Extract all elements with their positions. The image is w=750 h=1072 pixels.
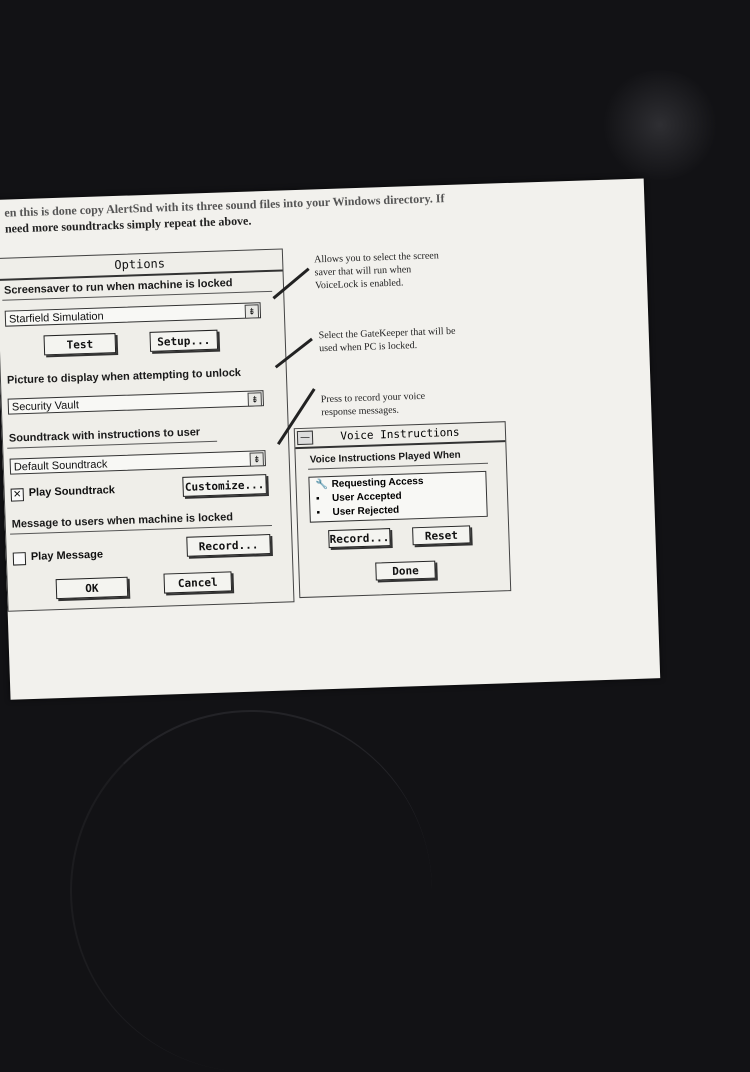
picture-combo-value: Security Vault <box>11 399 80 414</box>
list-item[interactable]: ▪ User Accepted <box>316 491 402 505</box>
play-soundtrack-checkbox[interactable]: ✕ <box>10 488 25 502</box>
background-reflection <box>70 710 432 1072</box>
picture-label: Picture to display when attempting to un… <box>6 366 242 387</box>
record-note: Press to record your voice response mess… <box>320 390 426 419</box>
dropdown-arrow-icon[interactable]: ⇟ <box>244 304 260 319</box>
gatekeeper-note: Select the GateKeeper that will be used … <box>318 325 456 355</box>
customize-button[interactable]: Customize... <box>182 474 267 497</box>
record-voice-button[interactable]: Record... <box>328 528 391 549</box>
play-message-checkbox[interactable] <box>12 552 27 566</box>
record-message-button[interactable]: Record... <box>186 534 271 557</box>
soundtrack-combo-value: Default Soundtrack <box>13 458 108 474</box>
screensaver-note: Allows you to select the screen saver th… <box>313 250 439 292</box>
screensaver-combo-value: Starfield Simulation <box>8 310 104 326</box>
list-item-label: User Accepted <box>331 490 402 504</box>
list-item[interactable]: 🔧Requesting Access <box>315 476 423 491</box>
play-soundtrack-label: Play Soundtrack <box>28 484 116 500</box>
background-glare <box>600 70 720 180</box>
voice-dialog-title: Voice Instructions <box>294 422 506 450</box>
soundtrack-combo[interactable]: Default Soundtrack ⇟ <box>9 450 266 475</box>
voice-list-label: Voice Instructions Played When <box>309 449 461 466</box>
picture-combo[interactable]: Security Vault ⇟ <box>7 390 264 415</box>
done-button[interactable]: Done <box>375 560 436 581</box>
options-dialog-title: Options <box>0 249 283 281</box>
block-icon: ▪ <box>315 493 320 505</box>
reset-button[interactable]: Reset <box>412 525 471 546</box>
block-icon: ▪ <box>316 507 321 519</box>
play-message-label: Play Message <box>30 548 104 563</box>
test-button[interactable]: Test <box>43 333 117 356</box>
setup-button[interactable]: Setup... <box>149 329 219 352</box>
wrench-icon: 🔧 <box>315 479 329 491</box>
screensaver-combo[interactable]: Starfield Simulation ⇟ <box>4 302 262 327</box>
dropdown-arrow-icon[interactable]: ⇟ <box>249 452 264 467</box>
dropdown-arrow-icon[interactable]: ⇟ <box>247 392 262 407</box>
system-menu-icon[interactable]: — <box>296 430 314 446</box>
ok-button[interactable]: OK <box>55 576 129 600</box>
voice-instructions-dialog: Voice Instructions — Voice Instructions … <box>293 421 512 599</box>
options-dialog: Options Screensaver to run when machine … <box>0 248 295 612</box>
list-item[interactable]: ▪ User Rejected <box>316 505 399 519</box>
voice-instructions-list[interactable]: 🔧Requesting Access ▪ User Accepted ▪ User … <box>308 470 488 523</box>
list-item-label: User Rejected <box>332 504 400 518</box>
list-item-label: Requesting Access <box>331 475 424 490</box>
cancel-button[interactable]: Cancel <box>163 571 233 594</box>
printed-page: en this is done copy AlertSnd with its t… <box>0 178 661 700</box>
